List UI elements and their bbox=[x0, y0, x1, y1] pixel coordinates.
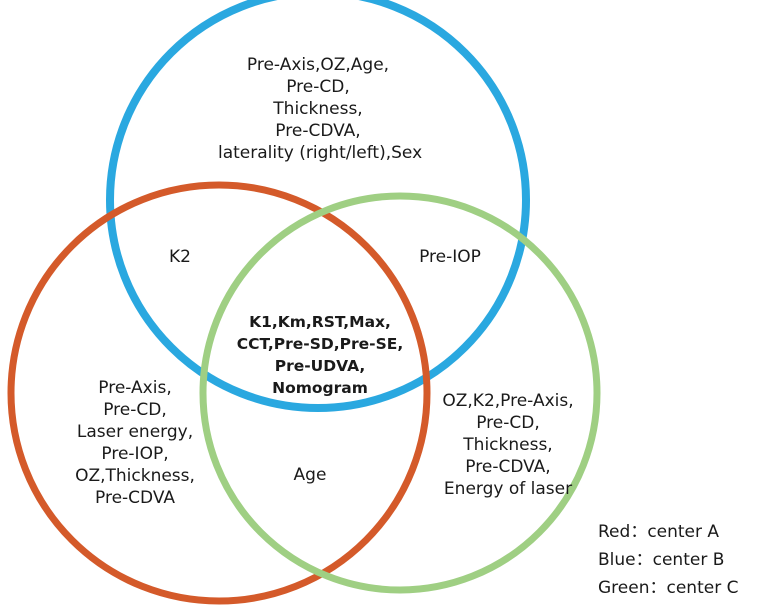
region-line: K2 bbox=[169, 247, 191, 267]
region-line: Laser energy, bbox=[76, 422, 194, 442]
legend: Red：center A Blue：center B Green：center … bbox=[598, 518, 738, 602]
region-line: laterality (right/left),Sex bbox=[218, 143, 423, 163]
region-line: Age bbox=[293, 465, 327, 485]
region-line: Pre-CD, bbox=[286, 77, 350, 97]
region-line: Pre-CDVA, bbox=[465, 457, 551, 477]
region-green-only: OZ,K2,Pre-Axis, Pre-CD, Thickness, Pre-C… bbox=[428, 390, 588, 500]
region-line: Pre-IOP bbox=[419, 247, 481, 267]
region-line: Pre-CD, bbox=[476, 413, 540, 433]
region-line: Thickness, bbox=[273, 99, 363, 119]
region-red-blue: K2 bbox=[140, 246, 220, 268]
region-line: CCT,Pre-SD,Pre-SE, bbox=[236, 335, 404, 353]
region-line: Pre-Axis, bbox=[98, 378, 172, 398]
region-line: Pre-CDVA, bbox=[275, 121, 361, 141]
region-line: Thickness, bbox=[463, 435, 553, 455]
legend-color-name: Blue bbox=[598, 550, 636, 570]
region-line: K1,Km,RST,Max, bbox=[249, 313, 391, 331]
region-blue-green: Pre-IOP bbox=[400, 246, 500, 268]
region-line: Pre-CD, bbox=[103, 400, 167, 420]
region-red-only: Pre-Axis, Pre-CD, Laser energy, Pre-IOP,… bbox=[60, 377, 210, 509]
legend-center: center C bbox=[666, 578, 739, 598]
legend-item-red: Red：center A bbox=[598, 518, 738, 546]
legend-separator: ： bbox=[649, 578, 667, 598]
region-line: Pre-Axis,OZ,Age, bbox=[246, 55, 390, 75]
legend-center: center A bbox=[647, 522, 720, 542]
region-line: OZ,Thickness, bbox=[75, 466, 195, 486]
region-line: Energy of laser bbox=[443, 479, 573, 499]
legend-color-name: Green bbox=[598, 578, 650, 598]
legend-color-name: Red bbox=[598, 522, 631, 542]
circle-red-center-a bbox=[7, 181, 431, 605]
region-red-green: Age bbox=[270, 464, 350, 486]
legend-item-green: Green：center C bbox=[598, 574, 738, 602]
region-line: Pre-CDVA bbox=[95, 488, 175, 508]
region-line: OZ,K2,Pre-Axis, bbox=[442, 391, 574, 411]
circle-blue-center-b bbox=[106, 0, 530, 412]
region-blue-only: Pre-Axis,OZ,Age, Pre-CD, Thickness, Pre-… bbox=[218, 54, 423, 164]
circle-green-center-c bbox=[199, 192, 601, 594]
region-line: Nomogram bbox=[272, 379, 368, 397]
legend-center: center B bbox=[652, 550, 725, 570]
region-line: Pre-UDVA, bbox=[274, 357, 366, 375]
legend-separator: ： bbox=[635, 550, 653, 570]
region-line: Pre-IOP, bbox=[101, 444, 169, 464]
legend-separator: ： bbox=[630, 522, 648, 542]
legend-item-blue: Blue：center B bbox=[598, 546, 738, 574]
region-all-three: K1,Km,RST,Max, CCT,Pre-SD,Pre-SE, Pre-UD… bbox=[225, 311, 415, 399]
